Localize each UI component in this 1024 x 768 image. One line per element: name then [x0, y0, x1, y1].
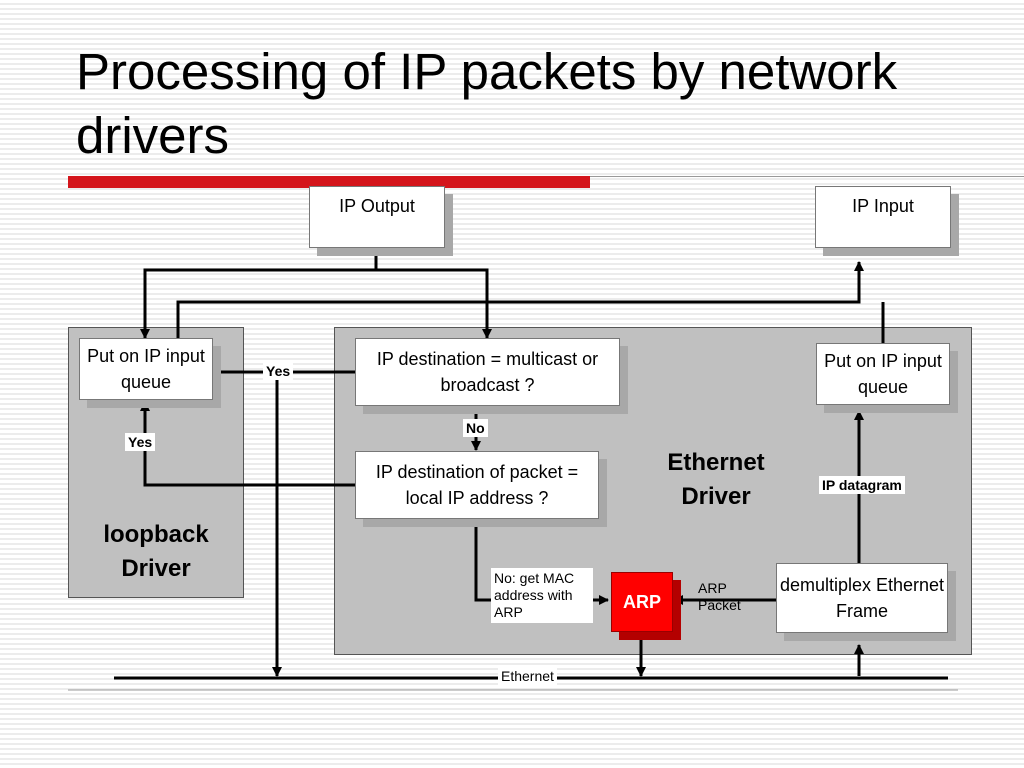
- title-underline-accent: [68, 176, 590, 188]
- loopback-queue-box: Put on IP input queue: [79, 338, 213, 400]
- ip-output-to-ethernet: [376, 268, 492, 339]
- title-underline-thin: [590, 176, 1024, 177]
- loopback-driver-label: loopback Driver: [103, 521, 209, 582]
- yes-label-left: Yes: [125, 433, 156, 451]
- ip-input-box: IP Input: [815, 186, 951, 248]
- arp-box: ARP: [611, 572, 673, 632]
- ethernet-driver-label: Ethernet Driver: [667, 449, 765, 510]
- no-get-mac-note: No: get MAC address with ARP: [491, 568, 593, 623]
- demultiplex-box: demultiplex Ethernet Frame: [776, 563, 948, 633]
- multicast-check-box: IP destination = multicast or broadcast …: [355, 338, 620, 406]
- ethernet-bus-label: Ethernet: [498, 667, 557, 686]
- page-title: Processing of IP packets by network driv…: [76, 43, 898, 164]
- no-label: No: [463, 419, 488, 437]
- ip-output-box: IP Output: [309, 186, 445, 248]
- arp-packet-note: ARP Packet: [698, 580, 741, 613]
- local-yes-arrow: [140, 401, 355, 487]
- ip-datagram-label: IP datagram: [819, 476, 905, 494]
- ethernet-queue-box: Put on IP input queue: [816, 343, 950, 405]
- local-address-check-box: IP destination of packet = local IP addr…: [355, 451, 599, 519]
- loopback-queue-to-ip-input: [176, 261, 864, 338]
- ip-output-to-loopback: [140, 268, 376, 339]
- yes-label-top: Yes: [263, 362, 294, 380]
